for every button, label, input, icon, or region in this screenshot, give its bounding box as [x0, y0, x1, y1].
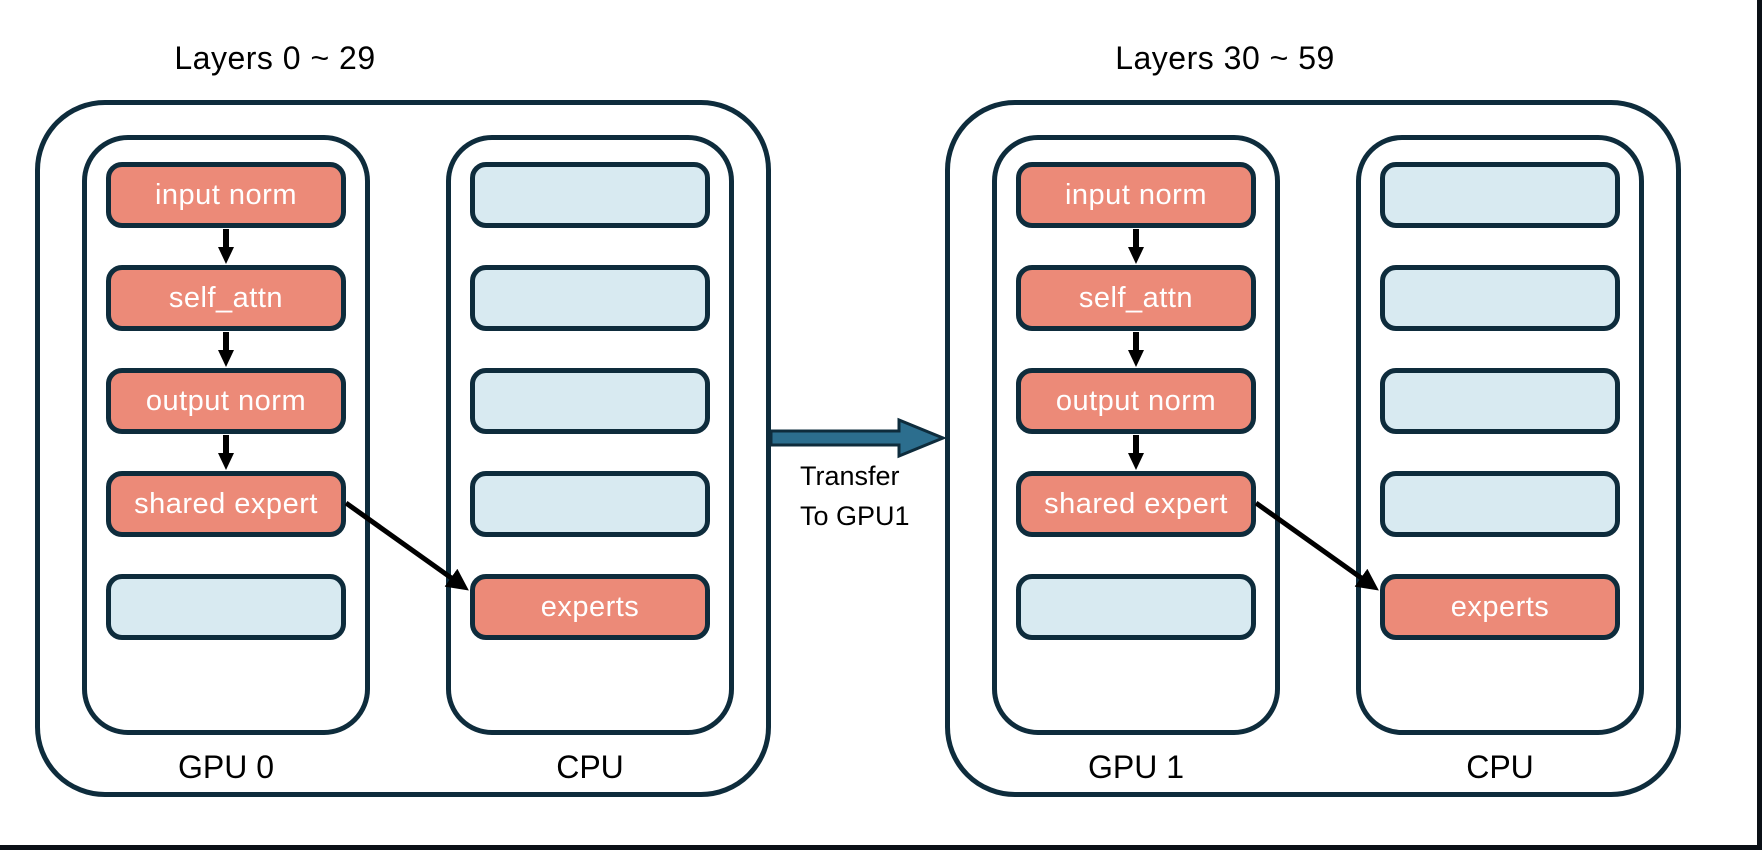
flow-down-arrow-icon — [1127, 228, 1145, 265]
layer-group-0: input norm self_attn output norm shared … — [35, 100, 771, 797]
cpu-column-0: experts — [446, 135, 734, 735]
flow-down-arrow-icon — [217, 434, 235, 471]
cpu-column-1: experts — [1356, 135, 1644, 735]
flow-down-arrow-icon — [1127, 331, 1145, 368]
empty-slot — [106, 574, 346, 640]
empty-slot — [1380, 368, 1620, 434]
empty-slot — [1380, 471, 1620, 537]
cpu-label: CPU — [1466, 748, 1534, 785]
flow-down-arrow-icon — [1127, 434, 1145, 471]
empty-slot — [470, 162, 710, 228]
module-box-output-norm: output norm — [1016, 368, 1256, 434]
gpu1-column: input norm self_attn output norm shared … — [992, 135, 1280, 735]
module-box-shared-expert: shared expert — [106, 471, 346, 537]
module-box-output-norm: output norm — [106, 368, 346, 434]
empty-slot — [1016, 574, 1256, 640]
empty-slot — [470, 471, 710, 537]
module-box-input-norm: input norm — [106, 162, 346, 228]
transfer-label: Transfer To GPU1 — [800, 456, 1000, 536]
group-title-layers-0-29: Layers 0 ~ 29 — [174, 39, 376, 76]
page-right-border — [1757, 0, 1762, 850]
gpu0-column: input norm self_attn output norm shared … — [82, 135, 370, 735]
module-box-self-attn: self_attn — [1016, 265, 1256, 331]
module-box-shared-expert: shared expert — [1016, 471, 1256, 537]
flow-down-arrow-icon — [217, 228, 235, 265]
empty-slot — [470, 368, 710, 434]
flow-down-arrow-icon — [217, 331, 235, 368]
gpu1-label: GPU 1 — [1087, 748, 1185, 785]
empty-slot — [1380, 162, 1620, 228]
module-box-experts: experts — [470, 574, 710, 640]
gpu0-label: GPU 0 — [177, 748, 275, 785]
transfer-label-line1: Transfer — [800, 461, 900, 491]
layer-group-1: input norm self_attn output norm shared … — [945, 100, 1681, 797]
empty-slot — [1380, 265, 1620, 331]
page-bottom-border — [0, 845, 1762, 850]
empty-slot — [470, 265, 710, 331]
group-title-layers-30-59: Layers 30 ~ 59 — [1115, 39, 1335, 76]
module-box-input-norm: input norm — [1016, 162, 1256, 228]
module-box-self-attn: self_attn — [106, 265, 346, 331]
transfer-arrow — [769, 417, 947, 459]
module-box-experts: experts — [1380, 574, 1620, 640]
cpu-label: CPU — [556, 748, 624, 785]
transfer-label-line2: To GPU1 — [800, 501, 910, 531]
